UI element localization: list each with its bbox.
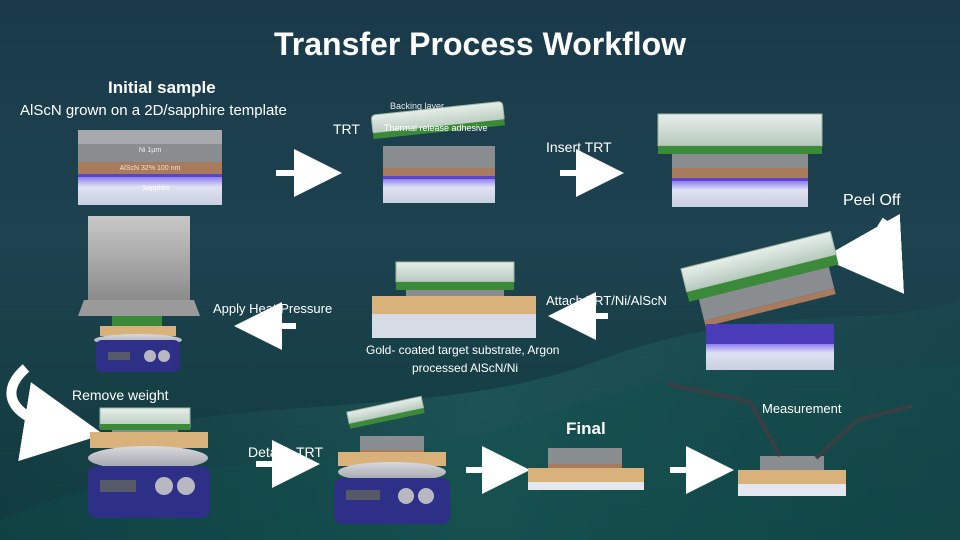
attach-label: Attach TRT/Ni/AlScN xyxy=(546,293,667,308)
hotplate-sample xyxy=(88,407,210,518)
probe-right-icon xyxy=(814,404,913,460)
layer-label-ni: Ni 1µm xyxy=(139,147,161,154)
detach-trt-label: Detach TRT xyxy=(248,444,323,460)
remove-weight-label: Remove weight xyxy=(72,387,169,403)
final-label: Final xyxy=(566,419,606,438)
peel-off-arrow xyxy=(822,213,905,294)
inserted-trt-stack xyxy=(657,113,823,207)
remove-weight-arrow xyxy=(6,364,104,462)
initial-sample-label: Initial sample xyxy=(108,78,216,97)
weight-hotplate xyxy=(78,216,200,372)
gold-substrate-stack xyxy=(372,261,536,338)
trt-label: TRT xyxy=(333,121,360,137)
peeled-stack xyxy=(680,230,839,327)
gold-caption-line1: Gold- coated target substrate, Argon xyxy=(366,343,560,357)
bg-wave-2 xyxy=(0,360,960,540)
measurement-label: Measurement xyxy=(762,401,842,416)
apply-heat-label: Apply Heat/Pressure xyxy=(213,301,333,316)
page-title: Transfer Process Workflow xyxy=(274,26,686,62)
detach-hotplate xyxy=(334,436,450,524)
probe-left-icon xyxy=(667,382,782,457)
backing-layer-label: Backing layer xyxy=(390,101,445,111)
measurement-stack xyxy=(738,456,846,496)
layer-label-alscn: AlScN 32% 100 nm xyxy=(120,165,181,172)
trt-sample-stack xyxy=(383,146,495,203)
insert-trt-label: Insert TRT xyxy=(546,139,612,155)
detached-trt xyxy=(346,395,425,429)
final-stack xyxy=(528,448,644,490)
gold-caption-line2: processed AlScN/Ni xyxy=(412,361,519,375)
layer-label-sapphire: Sapphire xyxy=(142,185,170,192)
initial-sample-subtitle: AlScN grown on a 2D/sapphire template xyxy=(20,102,287,119)
sapphire-remaining xyxy=(706,324,834,370)
trt-tape xyxy=(371,101,505,140)
thermal-adhesive-label: Thermal release adhesive xyxy=(384,123,488,133)
initial-sample-stack xyxy=(78,130,222,205)
peel-off-label: Peel Off xyxy=(843,192,901,209)
